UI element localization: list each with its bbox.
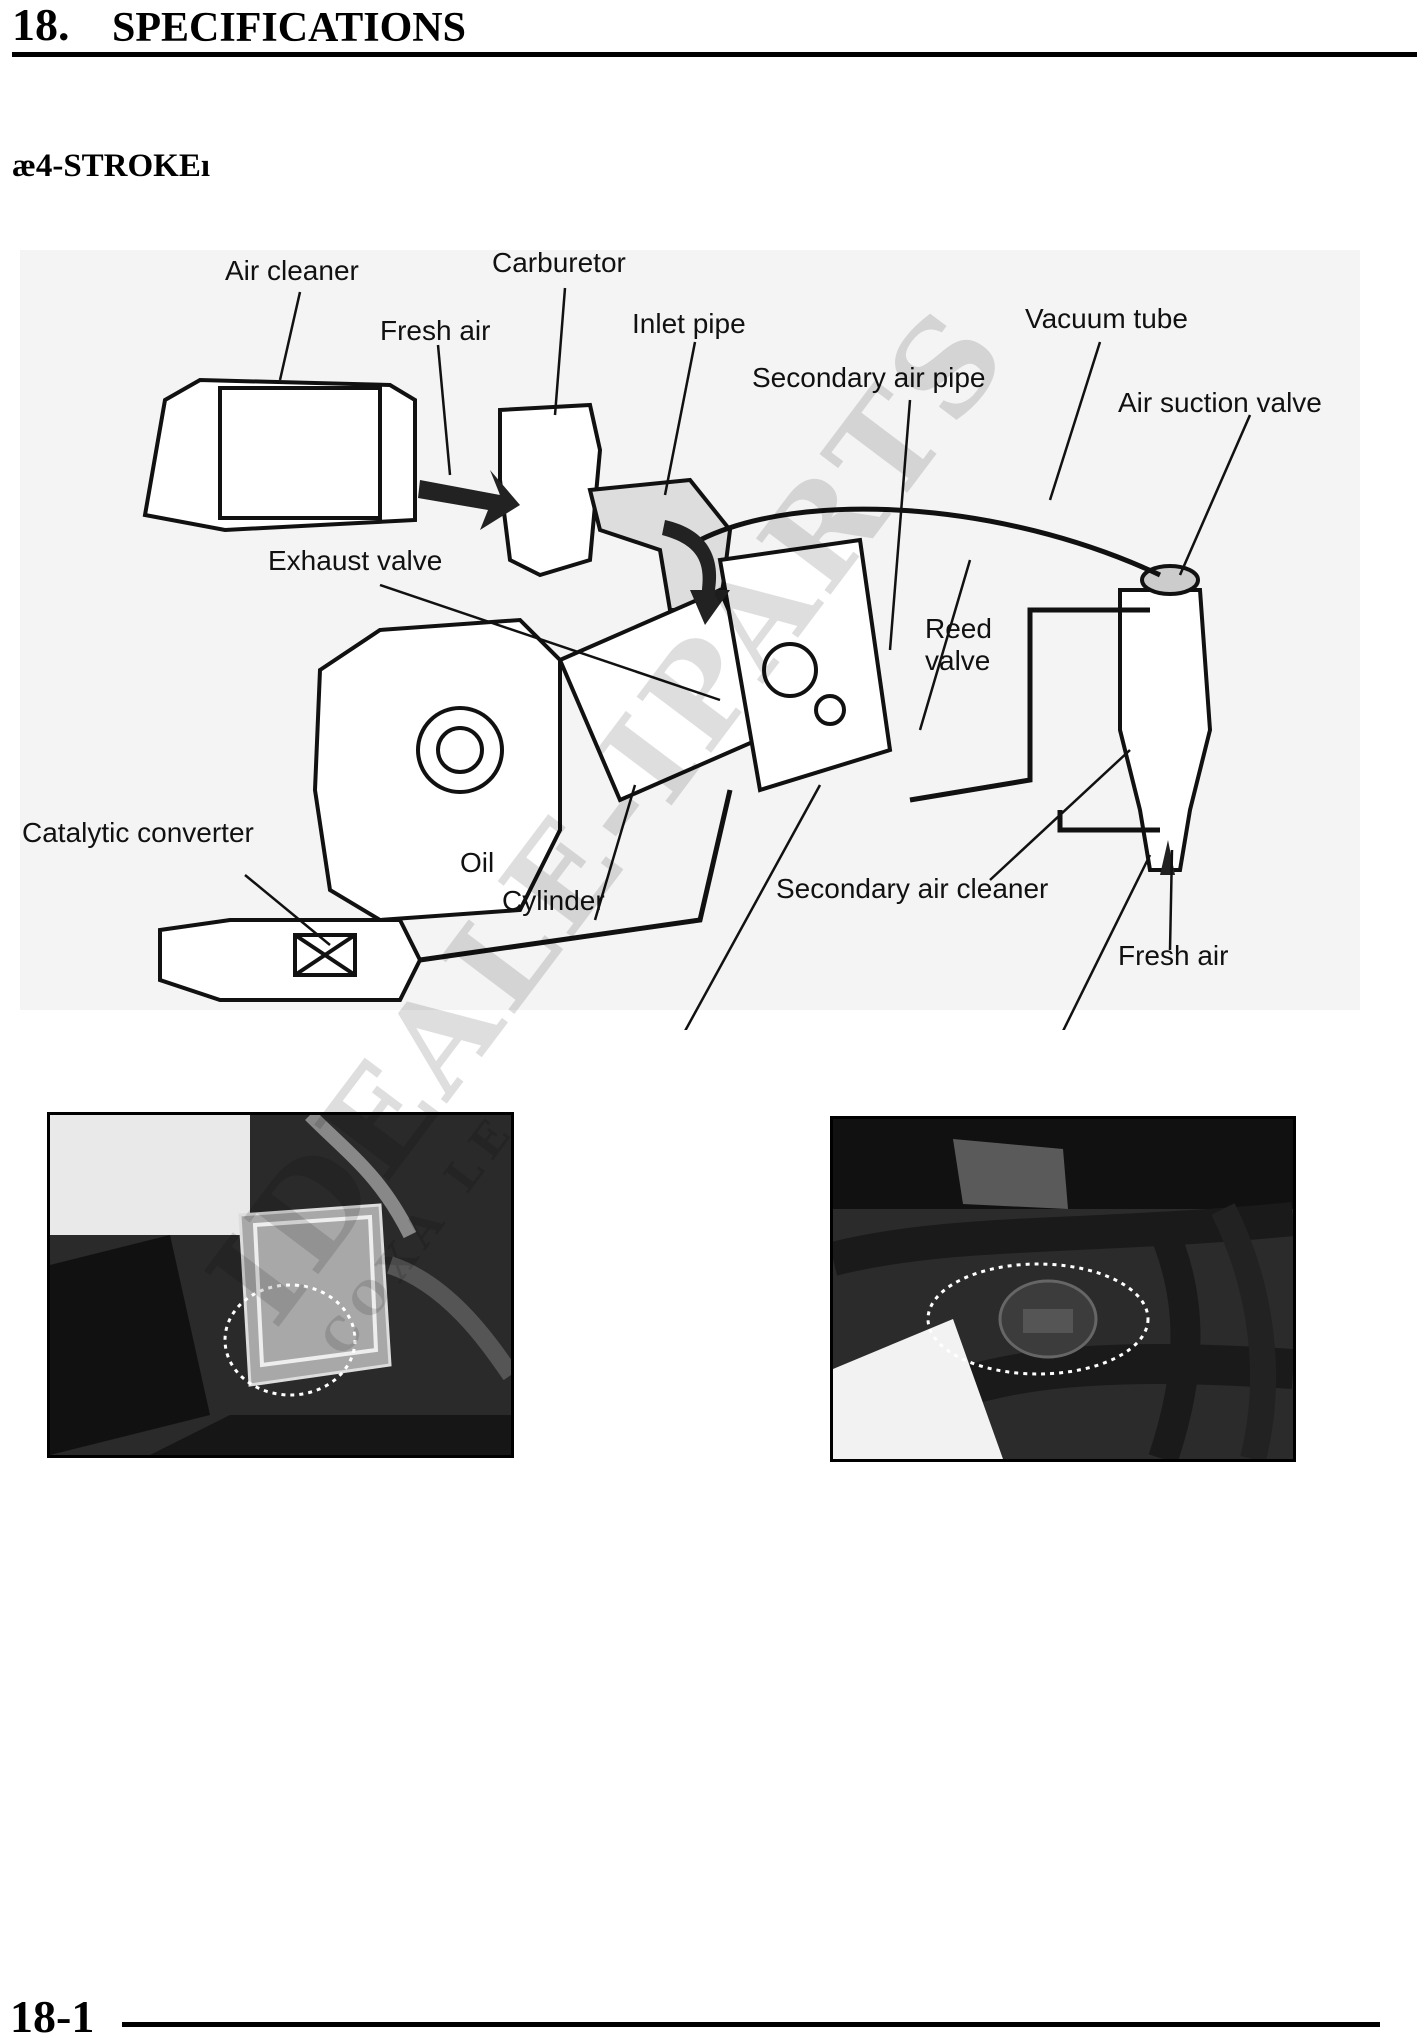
label-carburetor: Carburetor <box>492 247 626 278</box>
header-rule <box>12 52 1417 57</box>
subsection-heading: æ4-STROKEı <box>12 148 211 184</box>
label-inlet-pipe: Inlet pipe <box>632 308 746 339</box>
photo-air-suction-valve <box>830 1116 1296 1462</box>
page-header: 18. SPECIFICATIONS <box>12 0 1417 57</box>
air-injection-diagram: Air cleaner Carburetor Fresh air Inlet p… <box>0 230 1417 1351</box>
photo-secondary-air-cleaner <box>47 1112 514 1458</box>
secondary-air-cleaner-shape <box>1118 588 1213 872</box>
label-air-suction-valve: Air suction valve <box>1118 387 1322 418</box>
label-reed-valve-1: Reed <box>925 613 992 644</box>
section-title: SPECIFICATIONS <box>112 5 466 51</box>
label-exhaust-valve: Exhaust valve <box>268 545 442 576</box>
footer-rule <box>122 2022 1380 2027</box>
label-oil: Oil <box>460 847 494 878</box>
page-number: 18-1 <box>10 1991 95 2042</box>
label-secondary-air-pipe: Secondary air pipe <box>752 362 985 393</box>
carburetor-shape <box>498 402 603 578</box>
section-number: 18. <box>12 0 70 50</box>
label-catalytic-converter: Catalytic converter <box>22 817 254 848</box>
label-secondary-air-cleaner: Secondary air cleaner <box>776 873 1048 904</box>
label-vacuum-tube: Vacuum tube <box>1025 303 1188 334</box>
label-fresh-air-bottom: Fresh air <box>1118 940 1228 971</box>
label-reed-valve-2: valve <box>925 645 990 676</box>
label-fresh-air-top: Fresh air <box>380 315 490 346</box>
page-footer: 18-1 <box>10 1990 1410 2042</box>
label-cylinder: Cylinder <box>502 885 605 916</box>
label-air-cleaner: Air cleaner <box>225 255 359 286</box>
muffler-shape <box>158 918 423 1002</box>
